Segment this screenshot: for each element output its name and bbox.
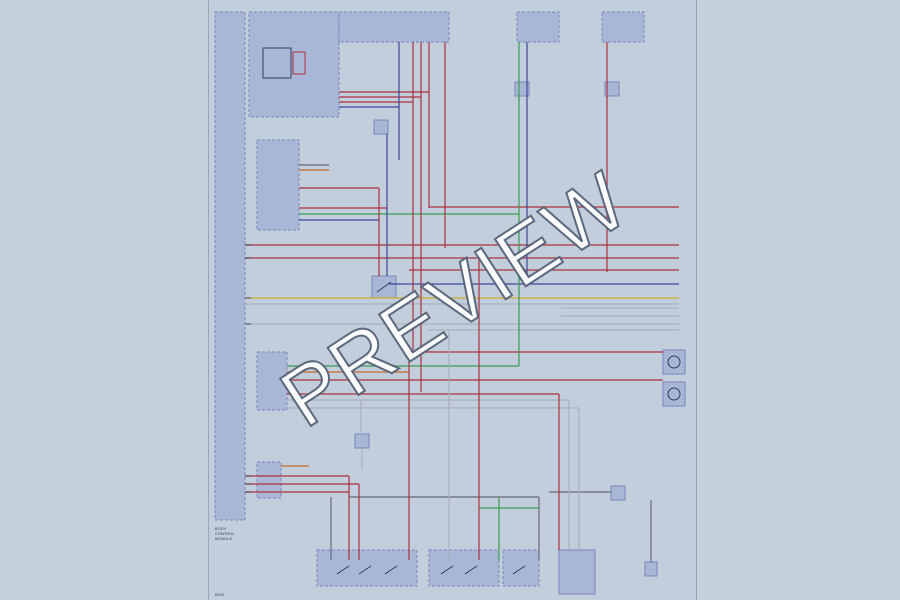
bottom-module xyxy=(558,549,596,595)
bottom-switch-block-3 xyxy=(502,549,540,587)
relay-coil xyxy=(292,51,306,75)
top-connector-b xyxy=(601,11,645,43)
lamp-holder-upper xyxy=(662,349,686,375)
relay-symbol xyxy=(262,47,292,79)
horizontal-wires xyxy=(245,91,679,509)
bottom-switch-block-2 xyxy=(428,549,500,587)
connector-box-bottom-right xyxy=(644,561,658,577)
left-module-id: BCM xyxy=(215,592,224,597)
connector-box-low xyxy=(354,433,370,449)
module-pin-markers xyxy=(245,244,251,493)
connector-box-mid-1 xyxy=(373,119,389,135)
lamp-holder-lower xyxy=(662,381,686,407)
lamp-symbol-lower xyxy=(667,387,681,401)
vertical-wires xyxy=(330,42,652,562)
switch-contacts xyxy=(336,281,526,575)
left-module-label-2: CONTROL xyxy=(215,531,235,536)
wiring-diagram-sheet: BODY CONTROL MODULE BCM xyxy=(208,0,697,600)
fuse-box-top xyxy=(338,11,450,43)
connector-block-1 xyxy=(256,139,300,231)
bottom-switch-block-1 xyxy=(316,549,418,587)
left-module-label-1: BODY xyxy=(215,526,227,531)
wiring-diagram: BODY CONTROL MODULE BCM xyxy=(214,11,686,597)
top-connector-a xyxy=(516,11,560,43)
connector-box-right xyxy=(610,485,626,501)
lamp-symbol-upper-inner xyxy=(667,355,681,369)
fuse-relay-block xyxy=(248,11,340,118)
connector-box-mid-3 xyxy=(604,81,620,97)
body-control-module xyxy=(214,11,246,521)
left-module-label-3: MODULE xyxy=(215,536,232,541)
connector-block-2 xyxy=(256,351,288,411)
